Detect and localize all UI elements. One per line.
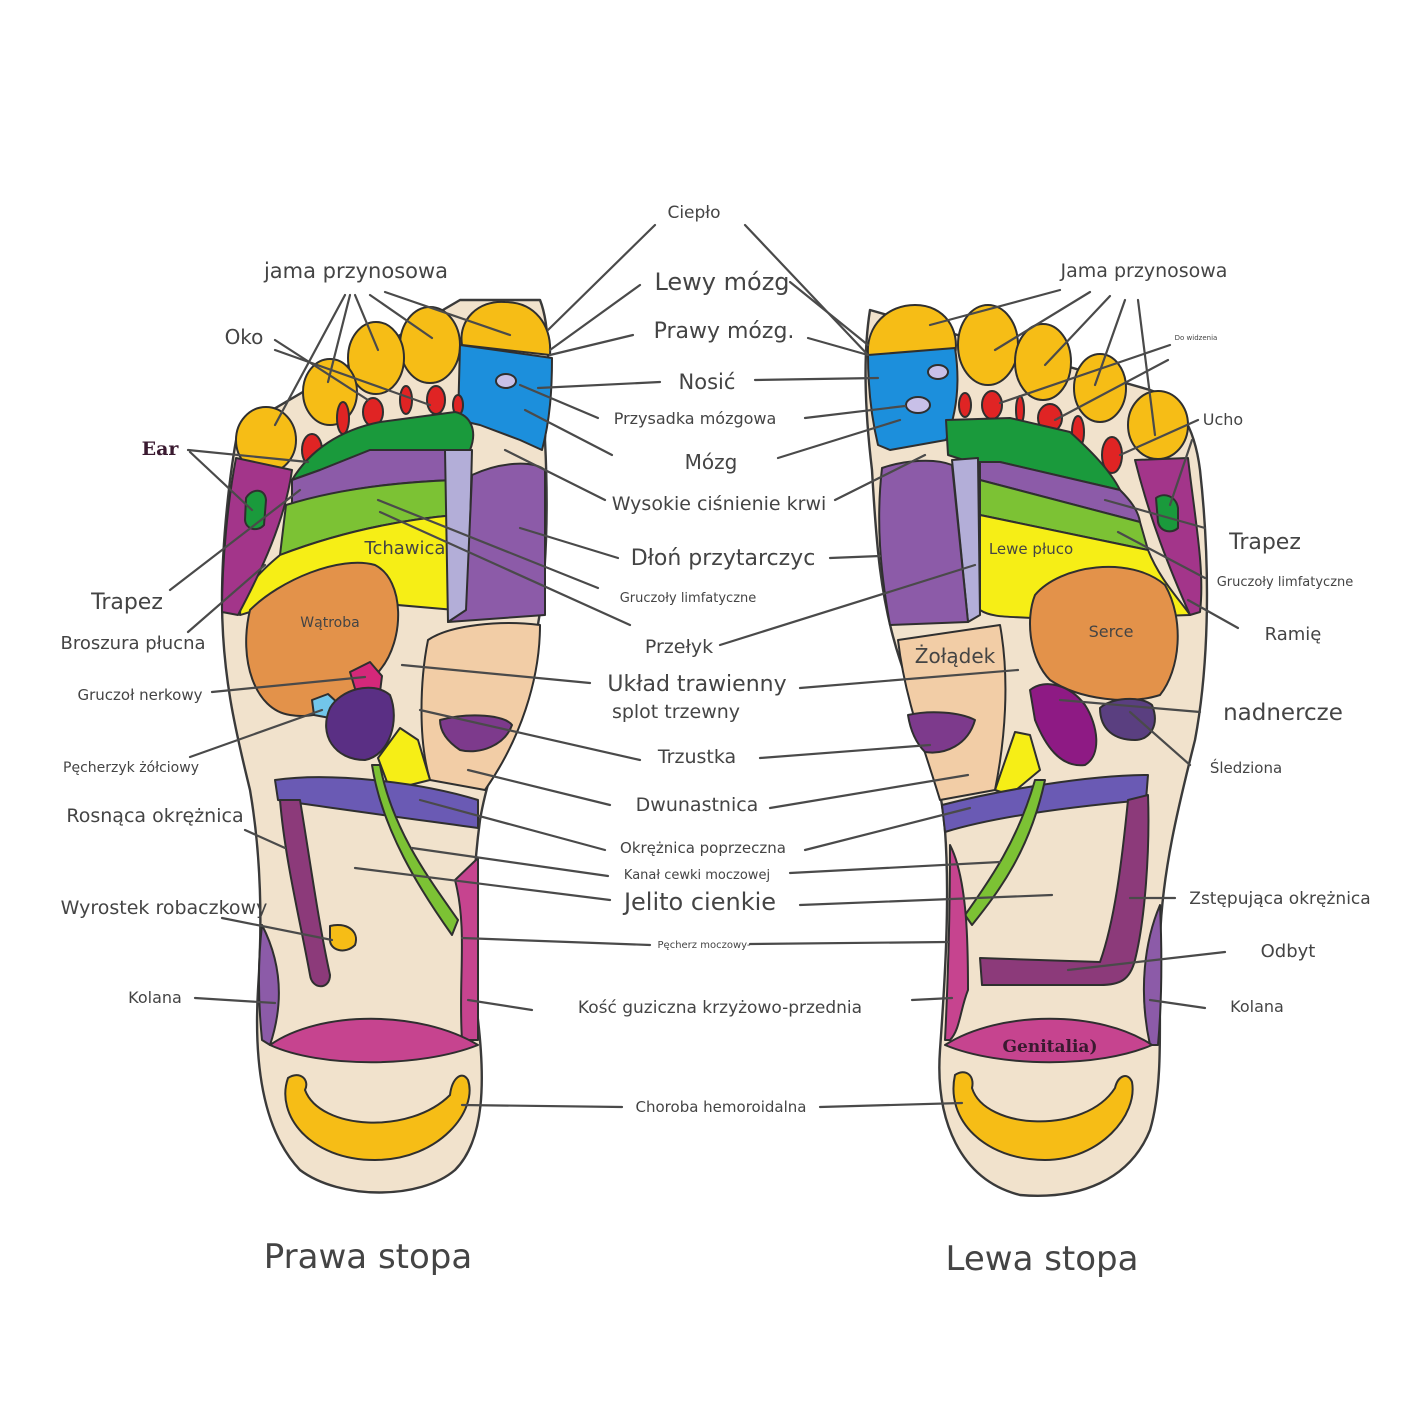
label-ramie: Ramię bbox=[1265, 624, 1322, 645]
left-pituitary-2 bbox=[905, 396, 931, 414]
right-big-toe bbox=[460, 300, 552, 356]
label-przelyk: Przełyk bbox=[645, 636, 713, 658]
label-broszura: Broszura płucna bbox=[60, 633, 205, 654]
right-ascending-colon bbox=[279, 799, 331, 988]
left-descending-colon bbox=[979, 794, 1150, 986]
label-lewy-mozg: Lewy mózg bbox=[654, 268, 789, 296]
left-hemorrhoid-zone bbox=[952, 1071, 1134, 1161]
label-trapez-left: Trapez bbox=[1228, 530, 1301, 555]
left-genital-zone bbox=[944, 1017, 1153, 1064]
left-toe-3 bbox=[1014, 323, 1072, 401]
label-odbyt: Odbyt bbox=[1261, 941, 1316, 962]
label-okreznica-poprzeczna: Okrężnica poprzeczna bbox=[620, 839, 786, 857]
label-trapez-right: Trapez bbox=[90, 590, 163, 615]
right-toe-3 bbox=[347, 321, 405, 395]
label-watroba: Wątroba bbox=[300, 615, 359, 631]
right-pancreas bbox=[439, 714, 513, 753]
label-uklad: Układ trawienny bbox=[607, 672, 786, 697]
leader-lines bbox=[168, 223, 1240, 1109]
left-toe-2 bbox=[957, 304, 1019, 386]
left-toe-5 bbox=[1127, 390, 1189, 460]
left-ureter bbox=[964, 779, 1046, 926]
right-kidney bbox=[325, 686, 395, 761]
right-parathyroid-zone bbox=[447, 462, 546, 623]
label-kolana-right: Kolana bbox=[128, 988, 182, 1007]
label-rosnaca: Rosnąca okrężnica bbox=[66, 805, 243, 827]
label-serce: Serce bbox=[1089, 622, 1134, 641]
caption-left-foot: Lewa stopa bbox=[946, 1239, 1139, 1279]
label-gruczoly-center: Gruczoły limfatyczne bbox=[620, 591, 757, 606]
center-labels: Ciepło Lewy mózg Prawy mózg. Nosić Przys… bbox=[578, 203, 862, 1116]
label-przysadka: Przysadka mózgowa bbox=[614, 409, 777, 428]
label-sledziona: Śledziona bbox=[1210, 758, 1282, 777]
label-zstepujaca: Zstępująca okrężnica bbox=[1189, 889, 1370, 909]
label-jama-left: Jama przynosowa bbox=[1060, 260, 1228, 282]
on-foot-labels: Tchawica Wątroba Lewe płuco Serce Żołąde… bbox=[300, 538, 1133, 1057]
left-foot-labels: Jama przynosowa Do widzenia Ucho Trapez … bbox=[1060, 260, 1371, 1016]
label-trzustka: Trzustka bbox=[657, 746, 736, 768]
right-brain-zone bbox=[457, 344, 553, 451]
label-oko: Oko bbox=[225, 325, 264, 349]
right-foot bbox=[220, 298, 553, 1194]
foot-captions: Prawa stopa Lewa stopa bbox=[264, 1237, 1139, 1279]
label-pecherz: Pęcherz moczowy- bbox=[658, 940, 751, 951]
left-big-toe bbox=[866, 304, 957, 356]
label-cisnienie: Wysokie ciśnienie krwi bbox=[612, 493, 827, 515]
label-lewe-pluco: Lewe płuco bbox=[989, 540, 1073, 558]
label-prawy-mozg: Prawy mózg. bbox=[654, 319, 795, 344]
label-jama-right: jama przynosowa bbox=[263, 259, 448, 283]
label-mozg: Mózg bbox=[685, 450, 738, 474]
label-genitalia: Genitalia) bbox=[1003, 1037, 1098, 1057]
left-foot bbox=[864, 304, 1209, 1197]
label-wyrostek: Wyrostek robaczkowy bbox=[61, 897, 268, 919]
label-tchawica: Tchawica bbox=[364, 538, 446, 559]
left-trapezius-zone bbox=[1134, 457, 1203, 616]
label-gruczoly-left: Gruczoły limfatyczne bbox=[1217, 575, 1354, 590]
right-stomach bbox=[420, 622, 541, 791]
label-zoladek: Żołądek bbox=[915, 644, 996, 668]
left-spleen bbox=[1099, 697, 1156, 741]
label-ear: Ear bbox=[142, 438, 180, 460]
right-pituitary bbox=[495, 373, 517, 389]
caption-right-foot: Prawa stopa bbox=[264, 1237, 472, 1277]
label-kolana-left: Kolana bbox=[1230, 997, 1284, 1016]
label-pecherzyk: Pęcherzyk żółciowy bbox=[63, 760, 199, 776]
label-dlon: Dłoń przytarczyc bbox=[631, 546, 816, 571]
right-hemorrhoid-zone bbox=[284, 1074, 471, 1161]
left-pancreas bbox=[907, 711, 976, 754]
left-adrenal bbox=[1029, 683, 1098, 767]
right-foot-labels: jama przynosowa Oko Ear Trapez Broszura … bbox=[60, 259, 448, 1007]
label-splot: splot trzewny bbox=[612, 701, 740, 723]
right-transverse-colon bbox=[274, 776, 479, 829]
left-toe-4 bbox=[1073, 353, 1127, 423]
label-kanal: Kanał cewki moczowej bbox=[624, 868, 770, 883]
label-do-widzenia: Do widzenia bbox=[1175, 334, 1218, 342]
label-jelito: Jelito cienkie bbox=[622, 888, 776, 916]
label-nosic: Nosić bbox=[679, 370, 736, 394]
label-gruczol-nerkowy: Gruczoł nerkowy bbox=[77, 686, 202, 704]
right-genital-zone bbox=[269, 1017, 479, 1064]
left-ear-spot bbox=[1155, 494, 1179, 533]
left-pituitary-1 bbox=[927, 364, 949, 380]
label-nadnercze: nadnercze bbox=[1223, 700, 1343, 726]
right-appendix bbox=[329, 924, 357, 952]
left-parathyroid-zone bbox=[878, 459, 969, 626]
right-toe-2 bbox=[399, 306, 461, 384]
label-kosc: Kość guziczna krzyżowo-przednia bbox=[578, 998, 862, 1018]
label-hemoroid: Choroba hemoroidalna bbox=[636, 1098, 807, 1116]
label-cieplo: Ciepło bbox=[667, 203, 720, 223]
label-dwunastnica: Dwunastnica bbox=[636, 794, 759, 816]
left-bladder-zone bbox=[944, 844, 969, 1041]
label-ucho: Ucho bbox=[1203, 410, 1243, 429]
right-ureter bbox=[371, 764, 459, 936]
left-heart bbox=[1029, 565, 1179, 701]
